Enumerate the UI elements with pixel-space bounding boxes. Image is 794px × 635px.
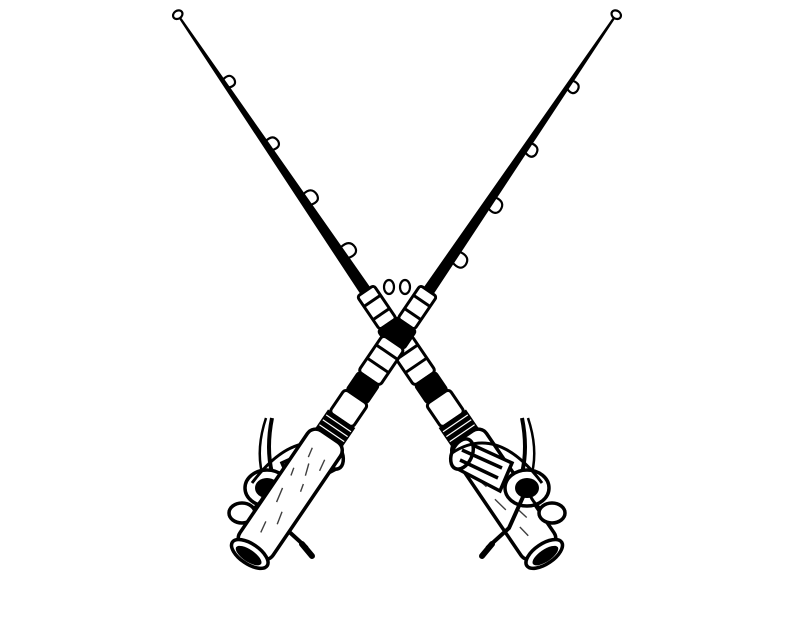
- rod-icon: [225, 0, 638, 576]
- rod-cross-guides-icon: [382, 278, 412, 296]
- right-rod: [225, 0, 638, 576]
